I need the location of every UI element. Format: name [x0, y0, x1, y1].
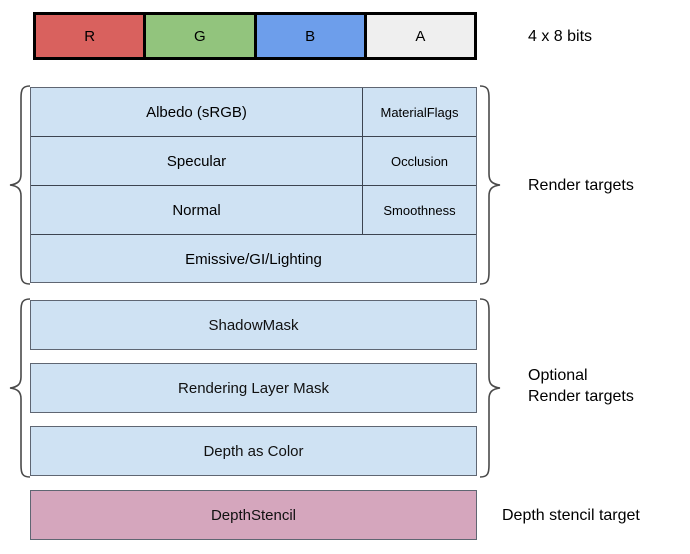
render-target-main-albedo: Albedo (sRGB) — [31, 88, 363, 136]
render-targets-right-brace — [479, 85, 501, 285]
render-targets-side-label: Render targets — [528, 177, 634, 194]
render-target-row: Albedo (sRGB) MaterialFlags — [31, 88, 476, 137]
render-target-alpha-smoothness: Smoothness — [383, 202, 456, 218]
render-target-alpha-occlusion: Occlusion — [390, 153, 449, 169]
channel-bar-side-label: 4 x 8 bits — [528, 28, 593, 45]
render-target-row: Specular Occlusion — [31, 137, 476, 186]
render-targets-table: Albedo (sRGB) MaterialFlags Specular Occ… — [30, 87, 477, 283]
channel-cell-g: G — [146, 15, 257, 57]
render-target-row: Emissive/GI/Lighting — [31, 235, 476, 284]
channel-cell-r: R — [36, 15, 147, 57]
render-target-row: Normal Smoothness — [31, 186, 476, 235]
optional-render-targets-side-label: Optional Render targets — [528, 367, 634, 405]
render-target-main-normal: Normal — [31, 186, 363, 234]
render-targets-left-brace — [9, 85, 31, 285]
channel-bar: R G B A — [33, 12, 477, 60]
render-target-main-emissive: Emissive/GI/Lighting — [185, 251, 322, 268]
render-target-alpha-materialflags: MaterialFlags — [380, 104, 459, 120]
depth-stencil-box: DepthStencil — [30, 490, 477, 540]
depth-stencil-side-label: Depth stencil target — [502, 507, 640, 524]
optional-render-targets-right-brace — [479, 298, 501, 478]
optional-target-box-shadowmask: ShadowMask — [30, 300, 477, 350]
optional-target-box-rendering-layer-mask: Rendering Layer Mask — [30, 363, 477, 413]
channel-cell-b: B — [256, 15, 367, 57]
optional-target-box-depth-as-color: Depth as Color — [30, 426, 477, 476]
render-target-main-specular: Specular — [31, 137, 363, 185]
channel-cell-a: A — [366, 15, 474, 57]
optional-render-targets-left-brace — [9, 298, 31, 478]
